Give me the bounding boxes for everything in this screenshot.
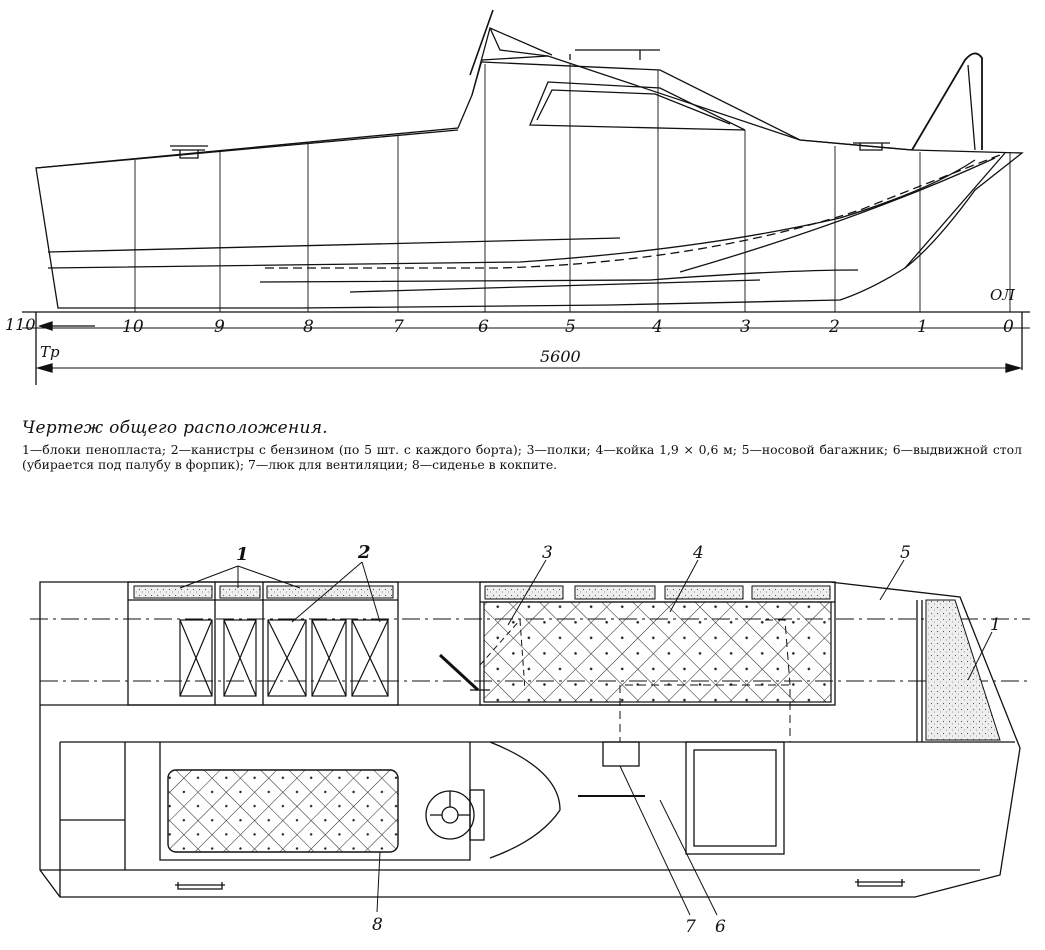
- plan-cleat-bow: [855, 879, 905, 887]
- station-label: 1: [917, 317, 928, 337]
- caption-title: Чертеж общего расположения.: [22, 418, 328, 438]
- stern-cleat: [170, 145, 208, 159]
- callout-foam-blocks: 1: [236, 544, 249, 565]
- side-view: [22, 9, 1030, 385]
- callout-bow-locker: 5: [900, 543, 911, 563]
- plan-cleat-aft: [175, 882, 225, 890]
- cabin-door: [685, 741, 785, 855]
- bow-rail: [911, 52, 983, 151]
- station-lines: [134, 64, 1011, 312]
- station-label: 0: [1003, 317, 1014, 337]
- callout-vent-hatch: 7: [685, 917, 696, 937]
- station-label: 4: [651, 317, 663, 337]
- transom-label: Тр: [40, 343, 60, 361]
- cabin-window: [529, 81, 746, 131]
- vent-hatch: [602, 741, 640, 767]
- callout-berth: 4: [692, 543, 704, 563]
- left-mark-label: 110: [5, 315, 36, 334]
- station-labels: 10 9 8 7 6 5 4 3 2 1 0: [122, 317, 1014, 337]
- waterline-label: ОЛ: [990, 286, 1015, 304]
- station-label: 2: [828, 317, 840, 337]
- foam-blocks-cabin: [484, 585, 831, 600]
- fuel-canisters: [179, 619, 389, 697]
- caption-block: Чертеж общего расположения. 1—блоки пено…: [22, 418, 1022, 472]
- callout-shelves: 3: [542, 543, 553, 563]
- hull-outline: [35, 55, 1024, 309]
- berth: [483, 601, 832, 703]
- station-label: 9: [214, 317, 225, 337]
- station-label: 8: [303, 317, 314, 337]
- station-label: 6: [478, 317, 489, 337]
- station-label: 10: [122, 317, 144, 337]
- cockpit-seat: [167, 769, 399, 853]
- station-label: 5: [565, 317, 576, 337]
- callout-leaders: [179, 559, 993, 916]
- station-label: 3: [740, 317, 751, 337]
- callout-fuel-cans: 2: [357, 542, 371, 563]
- bow-cleat: [853, 142, 890, 151]
- callout-table: 6: [715, 917, 726, 937]
- plan-hull-outline: [39, 581, 1021, 898]
- cabin-roof: [481, 61, 801, 141]
- foam-block-bow: [925, 599, 1001, 741]
- callout-bow-foam: 1: [990, 615, 1001, 635]
- deck-line: [35, 129, 459, 169]
- callout-cockpit-seat: 8: [372, 915, 383, 935]
- caption-legend: 1—блоки пенопласта; 2—канистры с бензино…: [22, 442, 1022, 472]
- overall-length-label: 5600: [540, 347, 581, 366]
- station-label: 7: [393, 317, 404, 337]
- foam-blocks-aft: [133, 585, 394, 599]
- roof-handrail: [569, 49, 660, 60]
